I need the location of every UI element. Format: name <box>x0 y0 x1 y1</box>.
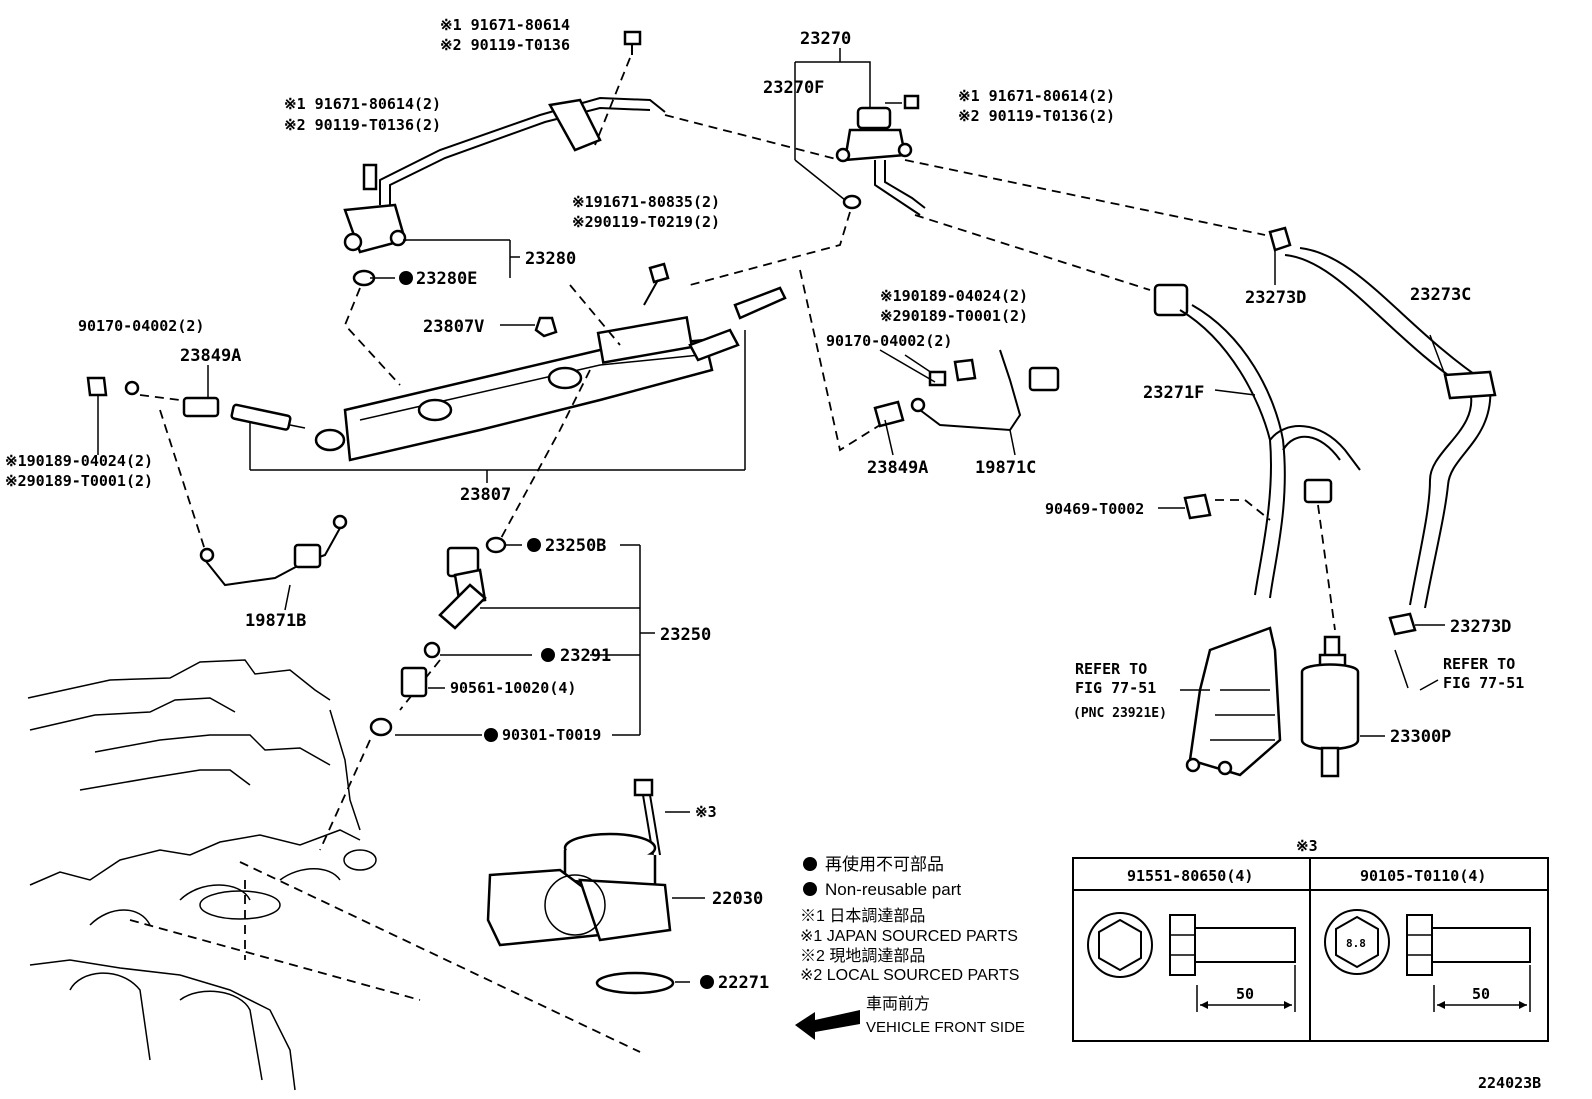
label-refer-right-1: REFER TO <box>1443 655 1515 673</box>
bolt-grade: 8.8 <box>1346 937 1366 950</box>
fuel-hose-23271F <box>1153 283 1361 631</box>
nonreusable-dot <box>484 728 498 742</box>
fuel-filter-23300P <box>1300 635 1385 778</box>
label-clip-mid-1: ※190189-04024(2) <box>880 287 1028 305</box>
label-leaders <box>284 102 1446 691</box>
label-bolt-left-2: ※2 90119-T0136(2) <box>284 116 441 134</box>
pressure-regulator-23280 <box>343 96 666 287</box>
label-22271: 22271 <box>718 973 769 993</box>
label-90170-mid: 90170-04002(2) <box>826 332 952 350</box>
diagram-id: 224023B <box>1478 1074 1541 1092</box>
nonreusable-dot <box>803 882 817 896</box>
label-clip-left-1: ※190189-04024(2) <box>5 452 153 470</box>
label-90170-left: 90170-04002(2) <box>78 317 204 335</box>
label-19871B: 19871B <box>245 611 306 631</box>
label-23273D-top: 23273D <box>1245 288 1306 308</box>
label-23849A-left: 23849A <box>180 346 241 366</box>
bolt-col2-header: 90105-T0110(4) <box>1360 867 1486 885</box>
label-23280: 23280 <box>525 249 576 269</box>
label-clip-mid-2: ※290189-T0001(2) <box>880 307 1028 325</box>
bolt-length-1: 50 <box>1236 985 1254 1003</box>
nonreusable-dot <box>700 975 714 989</box>
label-23273D-bottom: 23273D <box>1450 617 1511 637</box>
nonreusable-dot <box>527 538 541 552</box>
label-23807V: 23807V <box>423 317 484 337</box>
label-bolt-mid-1: ※191671-80835(2) <box>572 193 720 211</box>
legend-nonreuse-jp: 再使用不可部品 <box>825 854 944 874</box>
legend-k1-jp: ※1 日本調達部品 <box>800 907 925 925</box>
label-23807: 23807 <box>460 485 511 505</box>
label-90469: 90469-T0002 <box>1045 500 1144 518</box>
label-19871C: 19871C <box>975 458 1036 478</box>
bolts-upper <box>534 30 920 338</box>
legend-nonreuse-en: Non-reusable part <box>825 880 961 899</box>
fuel-hose-23273C <box>1268 226 1497 689</box>
label-23291: 23291 <box>560 646 611 666</box>
label-bolt-right-2: ※2 90119-T0136(2) <box>958 107 1115 125</box>
bolt-table: ※3 91551-80650(4) 90105-T0110(4) 50 8.8 <box>1072 837 1549 1042</box>
nonreusable-dot <box>803 857 817 871</box>
bolt-side-icon <box>1406 914 1531 1012</box>
pulsation-damper-23270 <box>794 48 926 216</box>
sensor-23849A-left <box>86 365 220 455</box>
bolt-hex-icon <box>1087 912 1153 978</box>
label-23270: 23270 <box>800 29 851 49</box>
label-refer-left-3: (PNC 23921E) <box>1073 706 1167 721</box>
label-23849A-mid: 23849A <box>867 458 928 478</box>
label-bolt-left-1: ※1 91671-80614(2) <box>284 95 441 113</box>
label-bolt-top-1: ※1 91671-80614 <box>440 16 570 34</box>
part-labels: 23270 23270F ※1 91671-80614 ※2 90119-T01… <box>5 16 1541 1092</box>
label-refer-left-2: FIG 77-51 <box>1075 679 1156 697</box>
label-90301: 90301-T0019 <box>502 726 601 744</box>
label-refer-right-2: FIG 77-51 <box>1443 674 1524 692</box>
legend-front-en: VEHICLE FRONT SIDE <box>866 1019 1025 1036</box>
legend-k1-en: ※1 JAPAN SOURCED PARTS <box>800 928 1018 945</box>
legend-k2-jp: ※2 現地調達部品 <box>800 947 925 965</box>
label-22030: 22030 <box>712 889 763 909</box>
harness-19871C <box>873 349 1060 432</box>
injector-23250 <box>369 536 655 737</box>
label-23280E: 23280E <box>416 269 477 289</box>
engine-block <box>27 659 641 1091</box>
label-refer-left-1: REFER TO <box>1075 660 1147 678</box>
bolt-table-title: ※3 <box>1296 837 1318 855</box>
bolt-col1-header: 91551-80650(4) <box>1127 867 1253 885</box>
label-23300P: 23300P <box>1390 727 1451 747</box>
label-clip-left-2: ※290189-T0001(2) <box>5 472 153 490</box>
label-23250B: 23250B <box>545 536 606 556</box>
throttle-body-22030 <box>486 778 705 995</box>
label-90561: 90561-10020(4) <box>450 679 576 697</box>
label-bolt-mid-2: ※290119-T0219(2) <box>572 213 720 231</box>
label-bolt-right-1: ※1 91671-80614(2) <box>958 87 1115 105</box>
delivery-pipe-23807 <box>230 286 787 483</box>
filter-bracket <box>1180 626 1282 777</box>
legend: 再使用不可部品 Non-reusable part ※1 日本調達部品 ※1 J… <box>795 854 1025 1040</box>
nonreusable-dot <box>399 271 413 285</box>
label-mark3: ※3 <box>695 803 717 821</box>
label-23273C: 23273C <box>1410 285 1471 305</box>
legend-k2-en: ※2 LOCAL SOURCED PARTS <box>800 967 1019 984</box>
front-arrow-icon <box>795 1010 860 1040</box>
dashed-leaders <box>139 57 1271 851</box>
label-23270F: 23270F <box>763 78 824 98</box>
bolt-grade-icon <box>1324 909 1390 975</box>
bolt-side-icon <box>1169 914 1296 1012</box>
legend-front-jp: 車両前方 <box>866 995 930 1013</box>
label-bolt-top-2: ※2 90119-T0136 <box>440 36 570 54</box>
label-23250: 23250 <box>660 625 711 645</box>
bolt-length-2: 50 <box>1472 985 1490 1003</box>
label-23271F: 23271F <box>1143 383 1204 403</box>
nonreusable-dot <box>541 648 555 662</box>
harness-19871B <box>199 514 348 587</box>
